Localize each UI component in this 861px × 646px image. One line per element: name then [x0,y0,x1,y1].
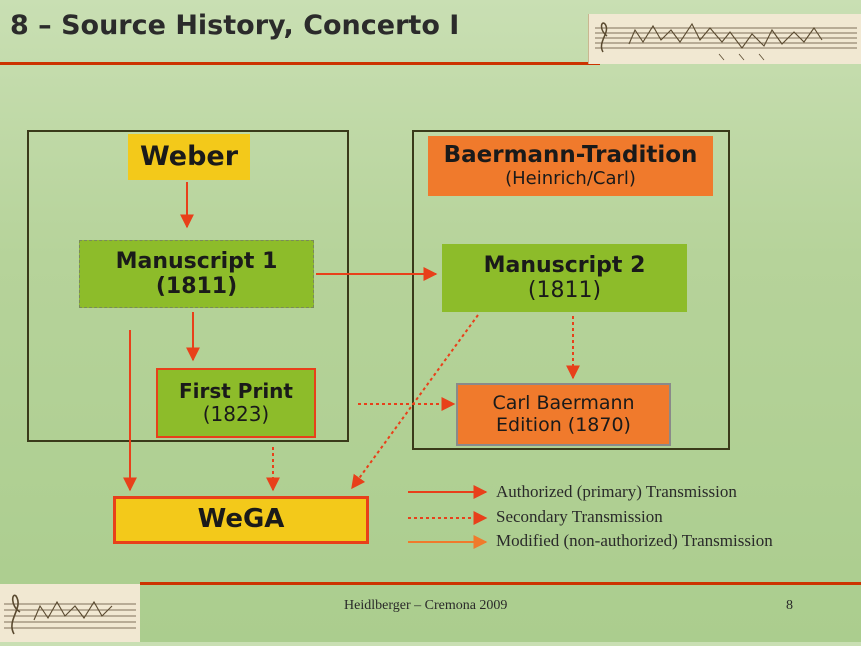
footer-text: Heidlberger – Cremona 2009 [344,598,508,613]
footer-rule [140,582,861,585]
first-print-node: First Print (1823) [156,368,316,438]
ms2-year: (1811) [527,278,602,303]
ms2-title: Manuscript 2 [483,252,646,278]
music-notation-icon [595,22,857,61]
weber-label: Weber [139,141,239,173]
weber-node: Weber [128,134,250,180]
slide-title: 8 – Source History, Concerto I [10,10,460,41]
score-image-bottom [0,584,140,642]
legend-authorized: Authorized (primary) Transmission [496,482,737,501]
ms1-year: (1811) [155,274,238,299]
wega-label: WeGA [197,504,285,535]
weber-sources-frame [27,130,349,442]
page-number: 8 [786,598,793,613]
baermann-title: Baermann-Tradition [443,142,698,169]
ms1-title: Manuscript 1 [115,248,278,274]
carl-line2: Edition (1870) [496,413,631,436]
title-rule [0,62,600,65]
manuscript-1-node: Manuscript 1 (1811) [79,240,314,308]
legend-secondary: Secondary Transmission [496,507,663,526]
carl-line1: Carl Baermann [492,391,635,414]
first-print-title: First Print [179,379,293,403]
baermann-tradition-node: Baermann-Tradition (Heinrich/Carl) [428,136,713,196]
manuscript-2-node: Manuscript 2 (1811) [442,244,687,312]
carl-baermann-edition-node: Carl Baermann Edition (1870) [456,383,671,446]
baermann-tradition-frame [412,130,730,450]
wega-node: WeGA [113,496,369,544]
legend-modified: Modified (non-authorized) Transmission [496,531,773,550]
score-image-top [588,14,861,64]
music-notation-icon [4,594,136,635]
first-print-year: (1823) [202,402,270,426]
baermann-subtitle: (Heinrich/Carl) [505,167,636,189]
